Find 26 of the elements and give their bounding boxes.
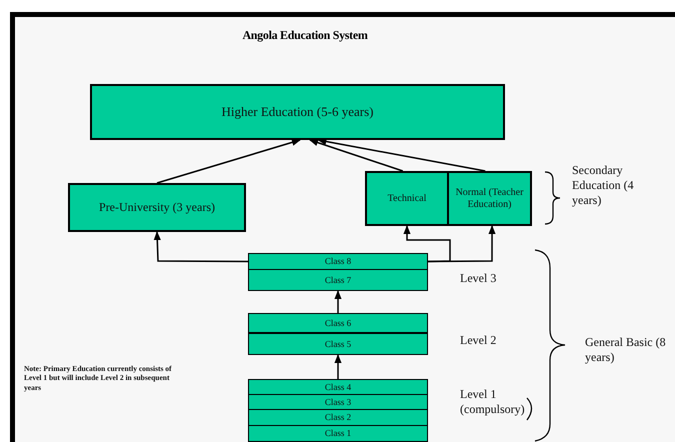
arrow [154, 231, 248, 262]
group-label: Secondary Education (4 years) [572, 163, 635, 208]
class-bar: Class 2 [248, 409, 428, 426]
group-label: Level 2 [460, 333, 498, 348]
class-bar: Class 6 [248, 313, 428, 333]
arrow [156, 138, 301, 184]
process-box: Normal (Teacher Education) [447, 171, 532, 226]
arrow [334, 354, 342, 379]
class-bar: Class 1 [248, 425, 428, 442]
arrow [428, 225, 496, 262]
group-label: Level 1 (compulsory) [460, 387, 526, 417]
arrow [317, 138, 486, 172]
process-box: Technical [365, 171, 449, 226]
class-bar: Class 3 [248, 394, 428, 410]
group-label: Level 3 [460, 271, 498, 286]
process-box: Pre-University (3 years) [68, 183, 246, 232]
arrow [403, 225, 451, 262]
arrow [309, 139, 404, 172]
class-bar: Class 5 [248, 333, 428, 355]
class-bar: Class 7 [248, 269, 428, 291]
process-box: Higher Education (5-6 years) [90, 84, 505, 140]
diagram-title: Angola Education System [241, 28, 369, 43]
class-bar: Class 8 [248, 253, 428, 270]
class-bar: Class 4 [248, 379, 428, 395]
arrow [334, 290, 342, 313]
group-label: General Basic (8 years) [585, 335, 667, 365]
